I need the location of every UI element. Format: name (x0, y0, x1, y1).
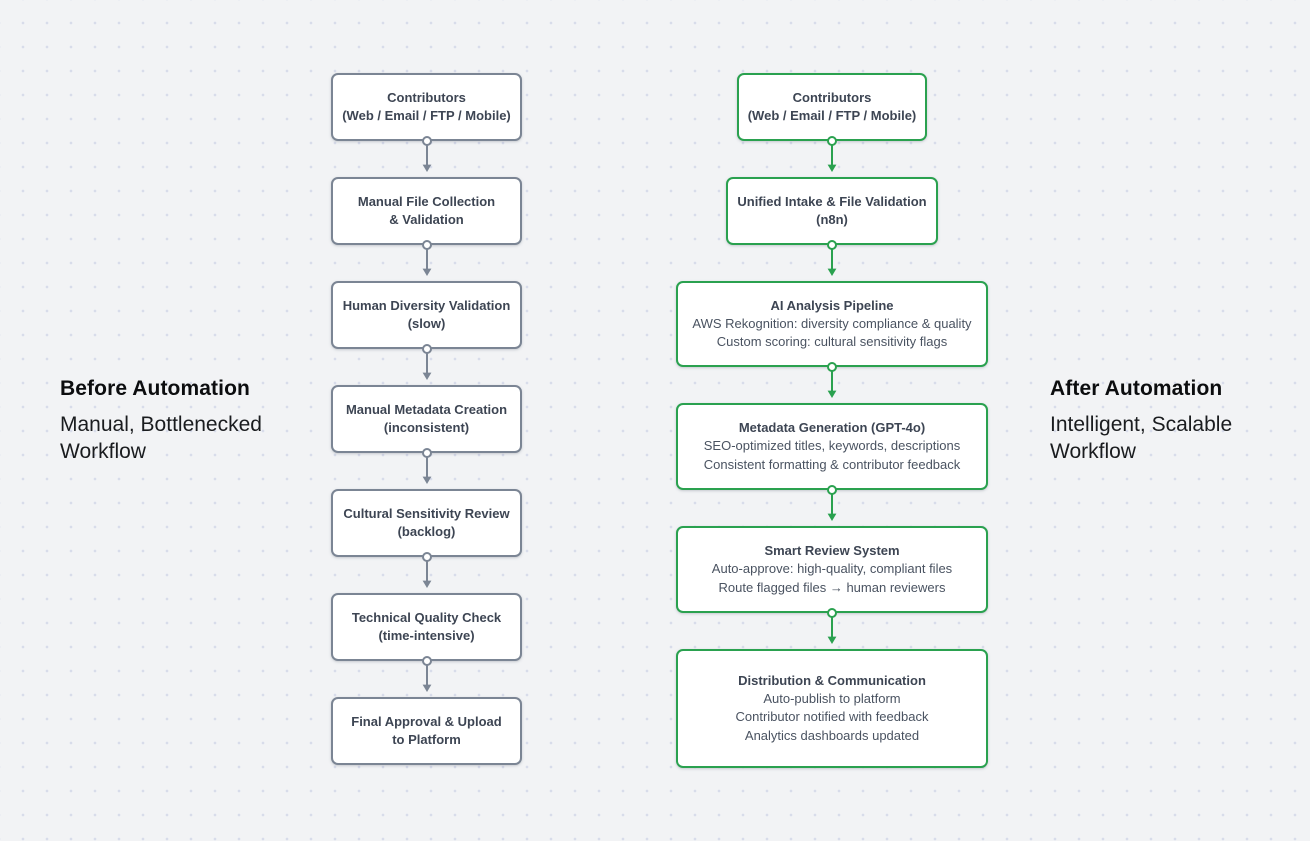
node-title-line: (backlog) (397, 524, 456, 539)
flow-node: Human Diversity Validation (slow) (331, 281, 522, 349)
before-automation-label: Before Automation Manual, Bottlenecked W… (60, 376, 285, 465)
flow-node: Metadata Generation (GPT-4o) SEO-optimize… (676, 403, 988, 490)
flow-node: Technical Quality Check (time-intensive) (331, 593, 522, 661)
node-title-line: (n8n) (816, 212, 848, 227)
node-title-line: Technical Quality Check (351, 610, 502, 625)
arrow-down-connector-icon (827, 485, 837, 521)
arrow-down-connector-icon (421, 448, 432, 484)
node-body-line: Route flagged files → human reviewers (718, 579, 946, 595)
node-title-line: Metadata Generation (GPT-4o) (738, 420, 926, 435)
node-title-line: Unified Intake & File Validation (737, 194, 927, 209)
arrow-down-connector-icon (827, 240, 837, 276)
before-flow-column: Contributors (Web / Email / FTP / Mobile)… (331, 73, 522, 765)
node-body-line: Analytics dashboards updated (744, 727, 920, 743)
arrow-down-connector-icon (827, 136, 837, 172)
arrow-down-connector-icon (421, 656, 432, 692)
before-subheading: Manual, Bottlenecked Workflow (60, 413, 262, 463)
node-title-line: AI Analysis Pipeline (770, 297, 894, 313)
flow-node: Final Approval & Upload to Platform (331, 697, 522, 765)
before-heading: Before Automation (60, 377, 250, 400)
node-title-line: Distribution & Communication (738, 672, 926, 688)
node-title-line: Cultural Sensitivity Review (343, 506, 510, 521)
flow-node: Unified Intake & File Validation (n8n) (726, 177, 938, 245)
flow-node: Contributors (Web / Email / FTP / Mobile) (331, 73, 522, 141)
after-subheading: Intelligent, Scalable Workflow (1050, 413, 1233, 463)
node-title-line: Human Diversity Validation (342, 298, 511, 313)
node-title-line: (slow) (407, 316, 446, 331)
after-flow-column: Contributors (Web / Email / FTP / Mobile)… (676, 73, 988, 768)
node-title-line: (time-intensive) (378, 628, 475, 643)
arrow-down-connector-icon (827, 608, 837, 644)
node-body-line: Auto-publish to platform (763, 690, 901, 706)
flow-node: Manual File Collection & Validation (331, 177, 522, 245)
node-title-line: (inconsistent) (383, 420, 470, 435)
arrow-down-connector-icon (421, 552, 432, 588)
node-title-line: Contributors (792, 90, 872, 105)
node-title-line: Contributors (387, 90, 466, 105)
after-heading: After Automation (1050, 377, 1223, 400)
flow-node: Cultural Sensitivity Review (backlog) (331, 489, 522, 557)
flow-node: Manual Metadata Creation (inconsistent) (331, 385, 522, 453)
node-body-line: Consistent formatting & contributor feed… (703, 456, 961, 472)
node-title-line: Manual File Collection (357, 194, 496, 209)
node-body-line: AWS Rekognition: diversity compliance & … (692, 315, 972, 331)
node-title-line: Final Approval & Upload (351, 714, 502, 729)
node-body-line: Contributor notified with feedback (735, 709, 929, 725)
node-title-line: (Web / Email / FTP / Mobile) (747, 108, 917, 123)
arrow-down-connector-icon (827, 362, 837, 398)
node-title-line: to Platform (392, 732, 461, 747)
node-body-line: SEO-optimized titles, keywords, descript… (703, 438, 961, 453)
flow-node: Contributors (Web / Email / FTP / Mobile) (737, 73, 927, 141)
node-body-line: Auto-approve: high-quality, compliant fi… (711, 561, 953, 576)
arrow-down-connector-icon (421, 344, 432, 380)
node-title-line: Smart Review System (764, 543, 900, 558)
arrow-down-connector-icon (421, 240, 432, 276)
arrow-down-connector-icon (421, 136, 432, 172)
node-body-line: Custom scoring: cultural sensitivity fla… (716, 334, 948, 349)
after-automation-label: After Automation Intelligent, Scalable W… (1050, 376, 1275, 465)
node-title-line: Manual Metadata Creation (345, 402, 508, 417)
node-title-line: (Web / Email / FTP / Mobile) (342, 108, 511, 123)
node-title-line: & Validation (389, 212, 464, 227)
